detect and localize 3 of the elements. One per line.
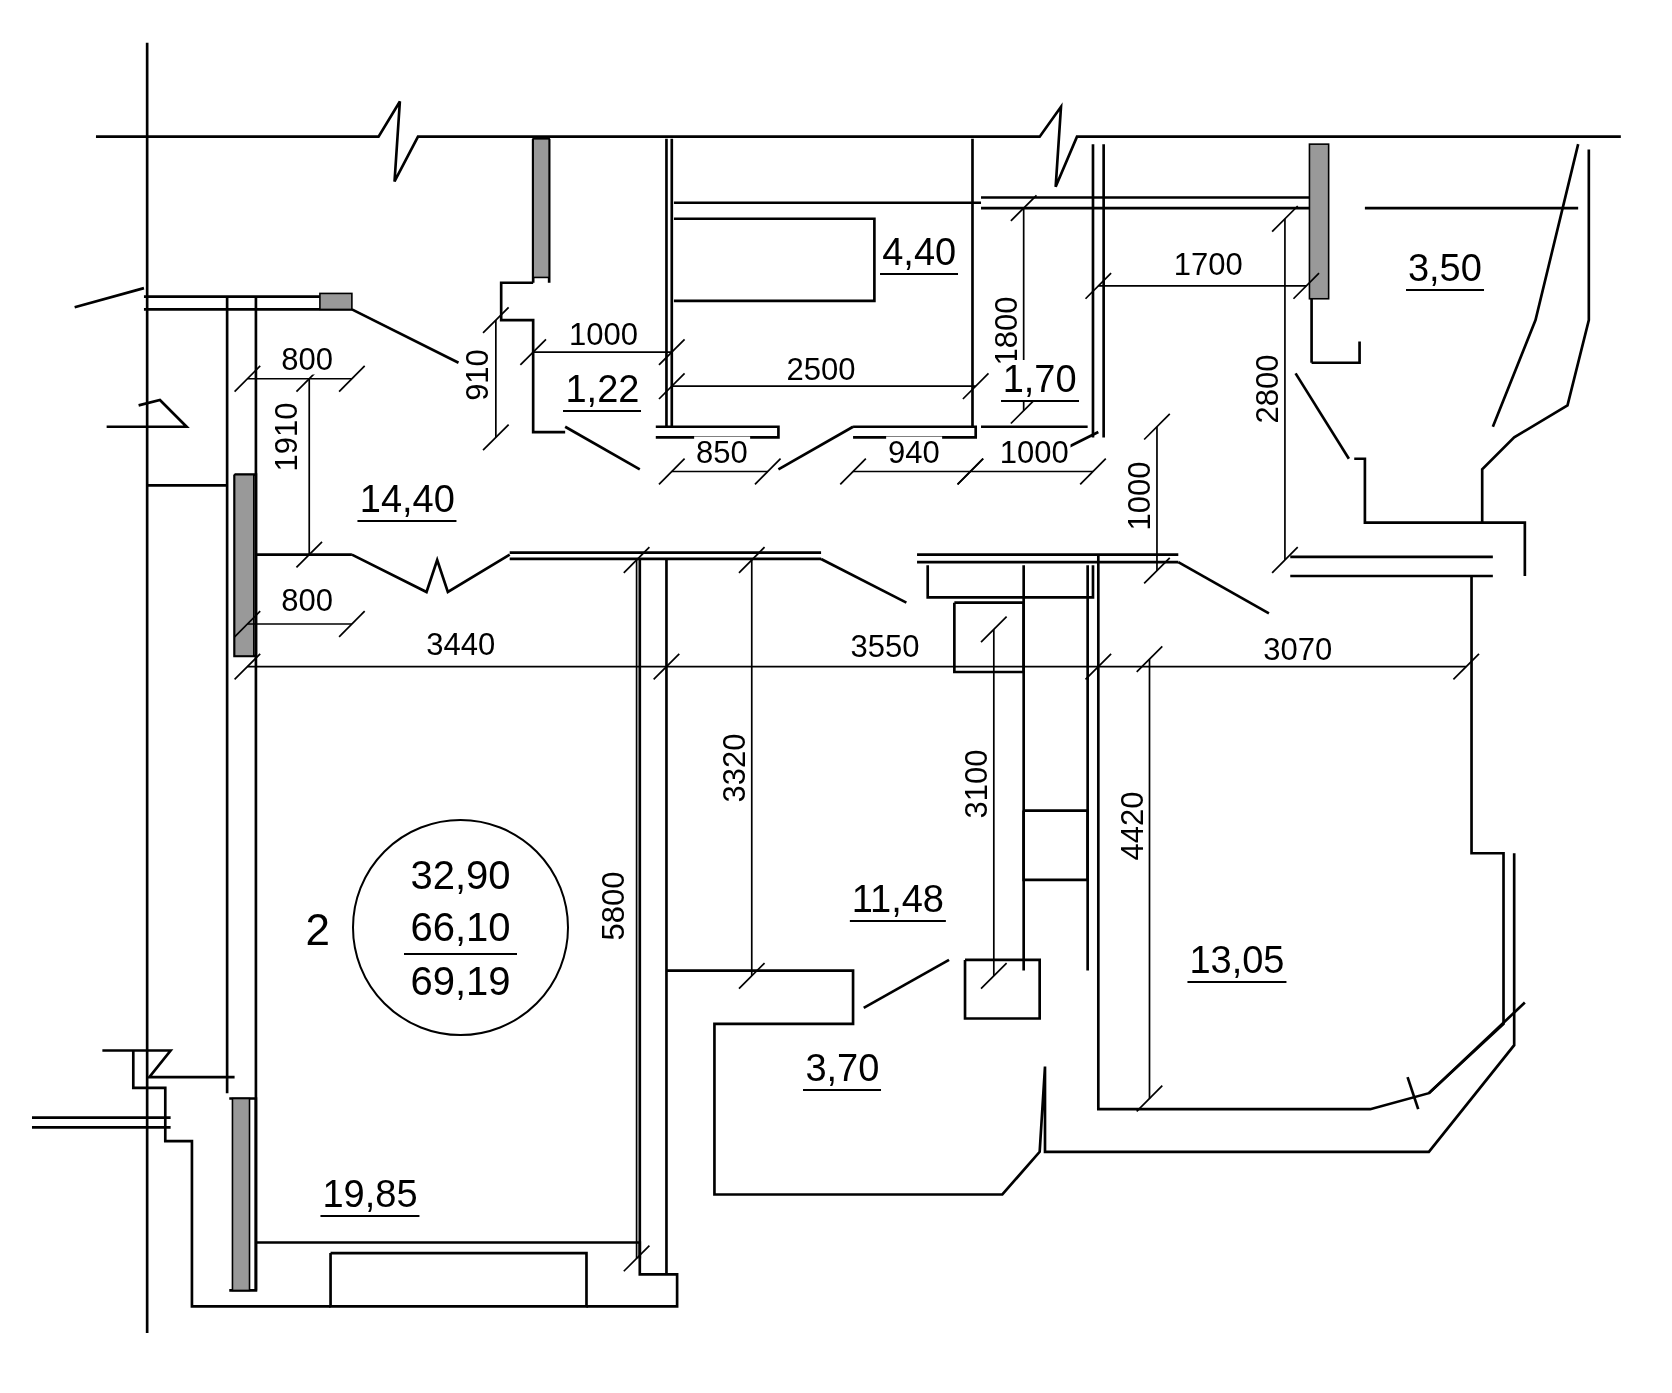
area-value: 69,19 xyxy=(404,952,517,1007)
area-value: 66,10 xyxy=(409,903,512,951)
area-value: 32,90 xyxy=(409,851,512,899)
